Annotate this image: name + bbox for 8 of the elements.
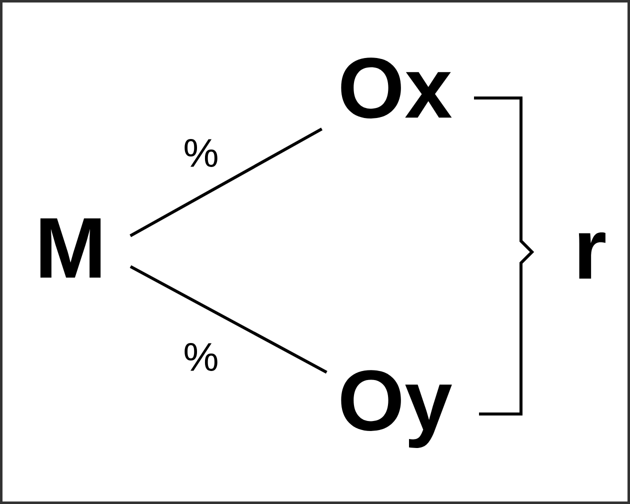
edge-label: % [182, 342, 220, 372]
edge-label: % [182, 138, 220, 168]
symbol-label: Oy [341, 370, 452, 448]
symbol-label: M [40, 218, 101, 278]
connector-line [130, 128, 323, 238]
symbol-label: r [578, 232, 606, 279]
symbol-label: Ox [341, 58, 452, 118]
connector-line [130, 265, 328, 374]
